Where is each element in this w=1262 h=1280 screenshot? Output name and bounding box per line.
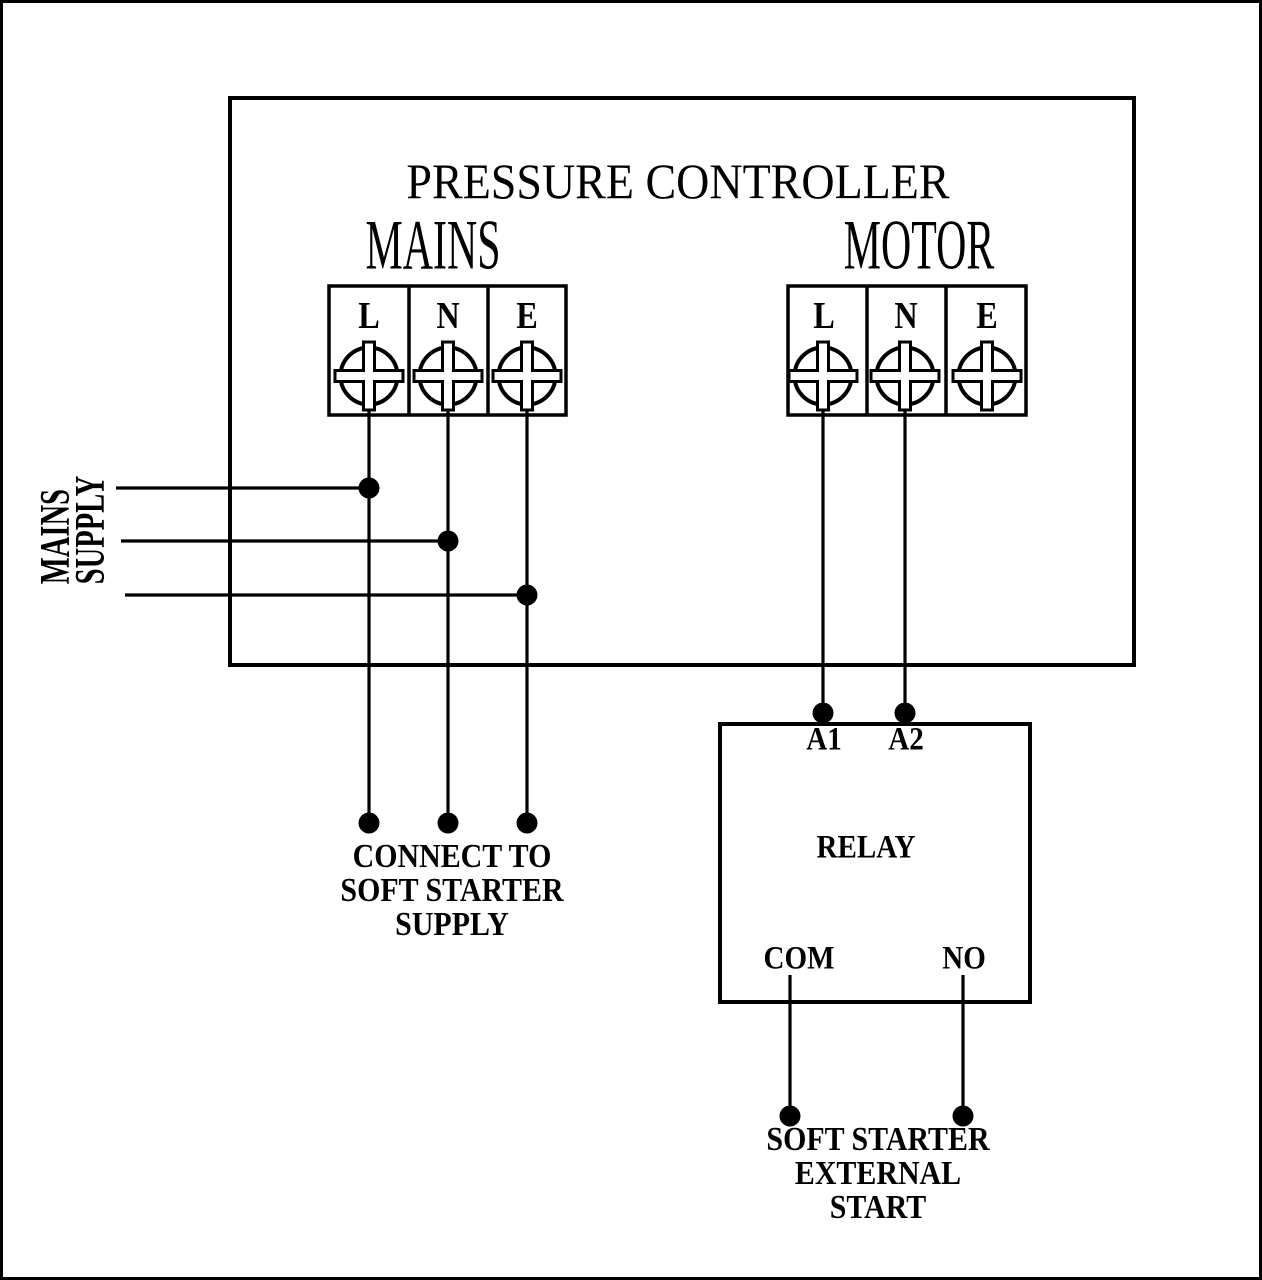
start-note-line3: START bbox=[829, 1189, 927, 1226]
soft-starter-supply-note: CONNECT TO SOFT STARTER SUPPLY bbox=[340, 840, 563, 942]
supply-note-line1: CONNECT TO bbox=[352, 838, 552, 875]
pressure-controller-box bbox=[228, 96, 1136, 667]
supply-note-line2: SOFT STARTER bbox=[340, 872, 564, 909]
mains-supply-label: MAINS SUPPLY bbox=[33, 475, 114, 585]
motor-terminal-block bbox=[786, 284, 1028, 417]
relay-terminal-no-label: NO bbox=[942, 940, 986, 977]
motor-terminal-l-label: L bbox=[813, 295, 835, 337]
motor-terminal-n-label: N bbox=[894, 295, 918, 337]
mains-terminal-e-label: E bbox=[516, 295, 538, 337]
dot-relay-a1 bbox=[812, 702, 834, 724]
end-dot-supply-neutral bbox=[437, 812, 459, 834]
end-dot-supply-earth bbox=[516, 812, 538, 834]
mains-terminal-l-label: L bbox=[358, 295, 380, 337]
start-note-line2: EXTERNAL bbox=[794, 1155, 962, 1192]
relay-terminal-a1-label: A1 bbox=[806, 721, 842, 758]
motor-section-label: MOTOR bbox=[843, 206, 995, 285]
screw-terminal-motor-e bbox=[951, 340, 1023, 412]
wiring-diagram-graphics bbox=[116, 96, 1136, 1127]
screw-terminals bbox=[333, 340, 1023, 412]
screw-terminal-mains-l bbox=[333, 340, 405, 412]
relay-box bbox=[718, 722, 1032, 1004]
supply-note-line3: SUPPLY bbox=[395, 906, 509, 943]
mains-terminal-block bbox=[327, 284, 568, 417]
junction-dot-live bbox=[358, 477, 380, 499]
mains-supply-line2: SUPPLY bbox=[68, 475, 114, 585]
end-dot-com bbox=[779, 1105, 801, 1127]
external-start-note: SOFT STARTER EXTERNAL START bbox=[766, 1123, 989, 1225]
screw-terminal-motor-n bbox=[869, 340, 941, 412]
relay-terminal-com-label: COM bbox=[763, 940, 835, 977]
mains-terminal-n-label: N bbox=[436, 295, 460, 337]
screw-terminal-mains-e bbox=[491, 340, 563, 412]
dot-relay-a2 bbox=[894, 702, 916, 724]
junction-dot-earth bbox=[516, 584, 538, 606]
junction-dot-neutral bbox=[437, 530, 459, 552]
mains-section-label: MAINS bbox=[365, 206, 501, 285]
relay-label: RELAY bbox=[816, 829, 916, 866]
motor-terminal-e-label: E bbox=[976, 295, 998, 337]
diagram-title: PRESSURE CONTROLLER bbox=[406, 153, 950, 209]
screw-terminal-mains-n bbox=[412, 340, 484, 412]
end-dot-no bbox=[952, 1105, 974, 1127]
end-dot-supply-live bbox=[358, 812, 380, 834]
screw-terminal-motor-l bbox=[787, 340, 859, 412]
connection-dots bbox=[358, 477, 974, 1127]
start-note-line1: SOFT STARTER bbox=[766, 1121, 990, 1158]
relay-terminal-a2-label: A2 bbox=[888, 721, 924, 758]
